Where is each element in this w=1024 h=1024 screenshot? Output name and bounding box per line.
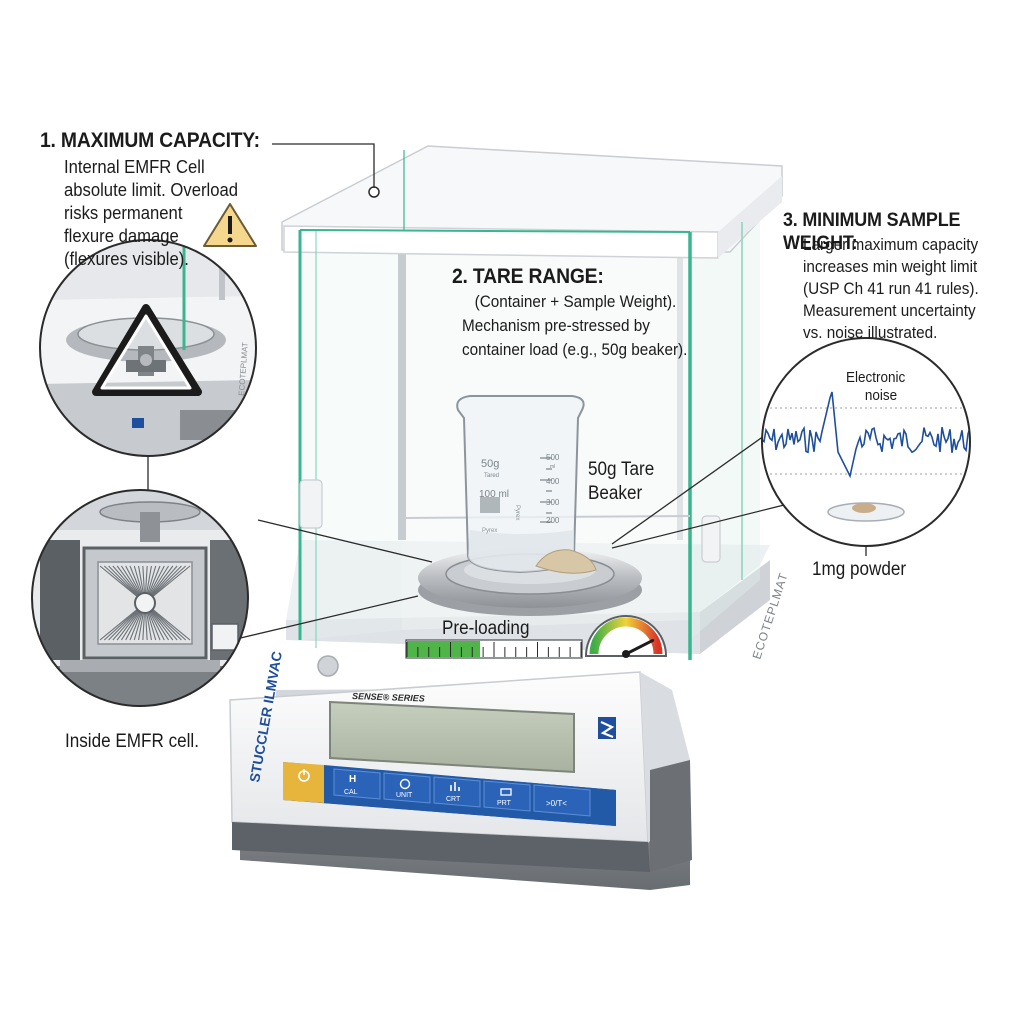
warning-sign-icon (203, 203, 257, 247)
powder-sample (852, 503, 876, 513)
callout-min-sample-line: Measurement uncertainty (803, 301, 976, 320)
label-tare-beaker: 50g Tare Beaker (588, 458, 654, 506)
beaker-grad-200: 200 (546, 516, 560, 525)
label-powder: 1mg powder (812, 559, 907, 580)
zoom-circle-emfr-cell (31, 489, 249, 707)
beaker-side-text: Pyrex (514, 505, 520, 520)
callout-min-sample-line: vs. noise illustrated. (803, 323, 938, 342)
callout-min-sample-heading: 3. MINIMUM SAMPLE WEIGHT: (783, 209, 961, 254)
callout-max-capacity-line: risks permanent (64, 202, 183, 223)
print-key-icon (500, 788, 512, 796)
callout-max-capacity-line: Internal EMFR Cell (64, 156, 205, 177)
preload-ticks (406, 642, 582, 657)
callout-tare-range-line: Mechanism pre-stressed by (462, 316, 650, 335)
callout-max-capacity-line: absolute limit. Overload (64, 179, 238, 200)
beaker: 50g Tared 100 ml Pyrex Pyrex 500 ml 400 … (456, 395, 597, 574)
label-inside-emfr-cell: Inside EMFR cell. (65, 731, 199, 752)
zoom-serial-label: ECOTEPLMAT (237, 342, 250, 396)
gauge-needle (624, 638, 655, 656)
preload-bar (405, 639, 583, 659)
callout-max-capacity-body: Internal EMFR Cell absolute limit. Overl… (64, 155, 238, 270)
lcd-display (329, 700, 575, 774)
unit-key-icon (399, 778, 411, 790)
beaker-unit: ml (550, 464, 555, 470)
beaker-brand-sub: Tared (484, 473, 499, 479)
beaker-bottom-text: Pyrex (482, 528, 497, 534)
beaker-brand: 50g (481, 458, 499, 470)
label-tare-beaker-line: 50g Tare (588, 459, 655, 480)
beaker-grad-300: 300 (546, 498, 560, 507)
powder-pile (535, 549, 597, 574)
label-electronic-noise: Electronic noise (846, 369, 905, 405)
callout-max-capacity-line: flexure damage (64, 225, 179, 246)
label-tare-beaker-line: Beaker (588, 483, 643, 504)
beaker-graduation-ticks (540, 457, 552, 523)
warning-triangle-icon (92, 304, 202, 396)
cal-key-icon: H (349, 774, 356, 785)
beaker-volume: 100 ml (479, 489, 509, 500)
level-bubble (317, 655, 339, 677)
callout-min-sample-line: (USP Ch 41 run 41 rules). (803, 279, 979, 298)
callout-min-sample-line: Larger maximum capacity (803, 235, 979, 254)
callout-max-capacity-line: (flexures visible). (64, 248, 189, 269)
zoom-circle-noise (761, 337, 971, 547)
callout-min-sample-line: increases min weight limit (803, 257, 978, 276)
label-electronic-noise-line: Electronic (846, 369, 906, 386)
zoom-circle-overload: ECOTEPLMAT (39, 239, 257, 457)
brand-logo-icon (598, 717, 616, 739)
series-label: SENSE® SERIES (352, 691, 425, 704)
callout-tare-range-line: (Container + Sample Weight). (474, 292, 677, 311)
key-label-unit[interactable]: UNIT (396, 792, 413, 799)
callout-tare-range-heading: 2. TARE RANGE: (452, 265, 604, 288)
key-label-crt[interactable]: CRT (446, 796, 461, 803)
label-electronic-noise-line: noise (864, 387, 898, 404)
label-preloading: Pre-loading (442, 618, 530, 639)
callout-min-sample-body: Larger maximum capacity increases min we… (803, 234, 979, 344)
callout-tare-range-line: container load (e.g., 50g beaker). (462, 340, 688, 359)
beaker-grad-400: 400 (546, 477, 560, 486)
noise-signal-line (762, 391, 970, 479)
pressure-gauge (584, 615, 668, 658)
keypad: H CAL UNIT CRT PRT >0/T< (283, 762, 616, 826)
key-label-tare[interactable]: >0/T< (546, 799, 567, 808)
count-key-icon (450, 782, 460, 791)
beaker-grad-500: 500 (546, 453, 560, 462)
callout-tare-range-body: (Container + Sample Weight). Mechanism p… (462, 290, 687, 362)
key-label-cal[interactable]: CAL (344, 789, 358, 796)
key-label-prt[interactable]: PRT (497, 800, 512, 807)
callout-max-capacity-heading: 1. MAXIMUM CAPACITY: (40, 129, 260, 152)
